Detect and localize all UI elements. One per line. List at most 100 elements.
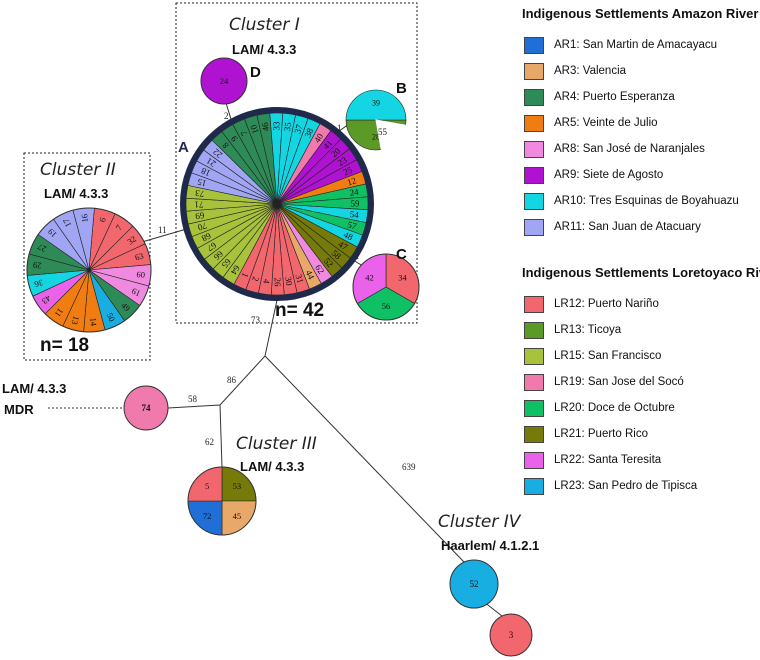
edge-label-58: 58	[188, 394, 198, 404]
cluster-iii-lineage: LAM/ 4.3.3	[240, 459, 304, 474]
pie-slice-label: 48	[342, 229, 355, 242]
pie-slice-label: 52	[470, 579, 479, 589]
cluster-iv-lineage: Haarlem/ 4.1.2.1	[441, 538, 539, 553]
node-letter-a: A	[178, 139, 189, 156]
edge-label-1c: 1	[355, 251, 360, 261]
legend-label: LR22: Santa Teresita	[554, 454, 662, 466]
legend-item: AR3: Valencia	[524, 61, 626, 81]
pie-slice-label: 3	[509, 630, 514, 640]
legend-label: AR10: Tres Esquinas de Boyahuazu	[554, 195, 739, 207]
legend-amazon-title: Indigenous Settlements Amazon River	[522, 6, 759, 21]
legend-item: AR10: Tres Esquinas de Boyahuazu	[524, 191, 739, 211]
legend-swatch	[524, 218, 544, 236]
legend-item: LR21: Puerto Rico	[524, 424, 648, 444]
pie-slice-label: 5	[205, 481, 209, 491]
pie-slice-label: 50	[105, 311, 118, 323]
pie-slice-label: 39	[372, 99, 380, 108]
legend-item: LR12: Puerto Nariño	[524, 294, 659, 314]
pie-slice-label: 24	[349, 187, 360, 198]
cluster-ii-count: n= 18	[40, 335, 89, 356]
legend-label: AR11: San Juan de Atacuary	[554, 221, 701, 233]
pie-slice-label: 7	[114, 223, 125, 232]
legend-swatch	[524, 114, 544, 132]
pie-slice-label: 33	[271, 121, 281, 131]
edge-junction-cluster4	[264, 355, 465, 563]
legend-label: LR13: Ticoya	[554, 324, 622, 336]
pie-slice-label: 73	[194, 188, 205, 199]
cluster-ii-title: Cluster II	[40, 160, 116, 180]
legend-item: LR20: Doce de Octubre	[524, 398, 675, 418]
pie-slice-label: 53	[233, 481, 242, 491]
legend-label: AR8: San José de Naranjales	[554, 143, 705, 155]
pie-slice-label: 18	[199, 166, 212, 179]
cluster-ii-lineage: LAM/ 4.3.3	[44, 186, 108, 201]
pie-slice-label: 9	[229, 134, 240, 144]
legend-item: LR19: San Jose del Socó	[524, 372, 684, 392]
node-letter-b: B	[396, 80, 407, 97]
legend-swatch	[524, 451, 544, 469]
pie-slice-label: 7	[238, 129, 249, 138]
pie-slice-label: 38	[302, 126, 315, 139]
pie-slice-label: 69	[194, 210, 205, 221]
pie-slice	[345, 89, 407, 121]
legend-item: LR15: San Francisco	[524, 346, 661, 366]
edge-label-86: 86	[227, 375, 237, 385]
edge-label-55: 55	[378, 127, 388, 137]
cluster-iii-title: Cluster III	[236, 434, 317, 454]
pie-slice-label: 37	[292, 123, 304, 135]
legend-item: AR1: San Martin de Amacayacu	[524, 35, 717, 55]
legend-swatch	[524, 166, 544, 184]
legend-label: AR1: San Martin de Amacayacu	[554, 39, 717, 51]
legend-label: LR19: San Jose del Socó	[554, 376, 684, 388]
mdr-node: 74	[123, 385, 169, 431]
legend-label: AR3: Valencia	[554, 65, 627, 77]
pie-slice-label: 60	[136, 269, 145, 280]
legend-label: LR12: Puerto Nariño	[554, 298, 659, 310]
pie-slice-label: 45	[233, 511, 242, 521]
cluster-i-count: n= 42	[275, 300, 324, 321]
pie-slice-label: 6	[97, 216, 108, 223]
pie-slice-label: 29	[33, 260, 42, 271]
node-a-outline	[180, 107, 374, 301]
pie-slice-label: 28	[372, 133, 380, 142]
legend-swatch	[524, 373, 544, 391]
legend-item: LR22: Santa Teresita	[524, 450, 661, 470]
legend-swatch	[524, 477, 544, 495]
legend-swatch	[524, 140, 544, 158]
edge-label-2: 2	[224, 111, 229, 121]
cluster4-node-3: 3	[489, 613, 533, 657]
pie-slice-label: 56	[382, 301, 391, 311]
pie-slice-label: 24	[220, 76, 229, 86]
pie-slice-label: 1	[240, 271, 251, 279]
legend-item: AR11: San Juan de Atacuary	[524, 217, 701, 237]
legend-swatch	[524, 36, 544, 54]
pie-slice	[187, 172, 278, 205]
pie-slice-label: 34	[398, 273, 407, 283]
cluster-i-lineage: LAM/ 4.3.3	[232, 42, 296, 57]
legend-item: LR13: Ticoya	[524, 320, 621, 340]
legend-swatch	[524, 62, 544, 80]
pie-slice-label: 59	[350, 198, 360, 208]
edge-a-junction	[264, 299, 278, 357]
cluster-i-box	[175, 2, 418, 324]
legend-loretoyaco-title: Indigenous Settlements Loretoyaco River	[522, 265, 760, 280]
pie-slice-label: 15	[196, 176, 208, 188]
pie-slice-label: 31	[293, 273, 305, 285]
pie-slice-label: 30	[283, 276, 294, 287]
pie-slice-label: 61	[130, 286, 142, 299]
legend-item: AR5: Veinte de Julio	[524, 113, 658, 133]
pie-slice-label: 10	[248, 123, 260, 135]
pie-slice-label: 57	[346, 219, 358, 231]
pie-slice-label: 27	[36, 242, 48, 255]
edge-label-73: 73	[251, 315, 261, 325]
legend-swatch	[524, 425, 544, 443]
node-letter-d: D	[250, 64, 261, 81]
legend-item: AR4: Puerto Esperanza	[524, 87, 675, 107]
legend-label: LR15: San Francisco	[554, 350, 662, 362]
legend-swatch	[524, 347, 544, 365]
pie-slice-label: 21	[205, 156, 218, 169]
pie-slice	[449, 559, 499, 609]
